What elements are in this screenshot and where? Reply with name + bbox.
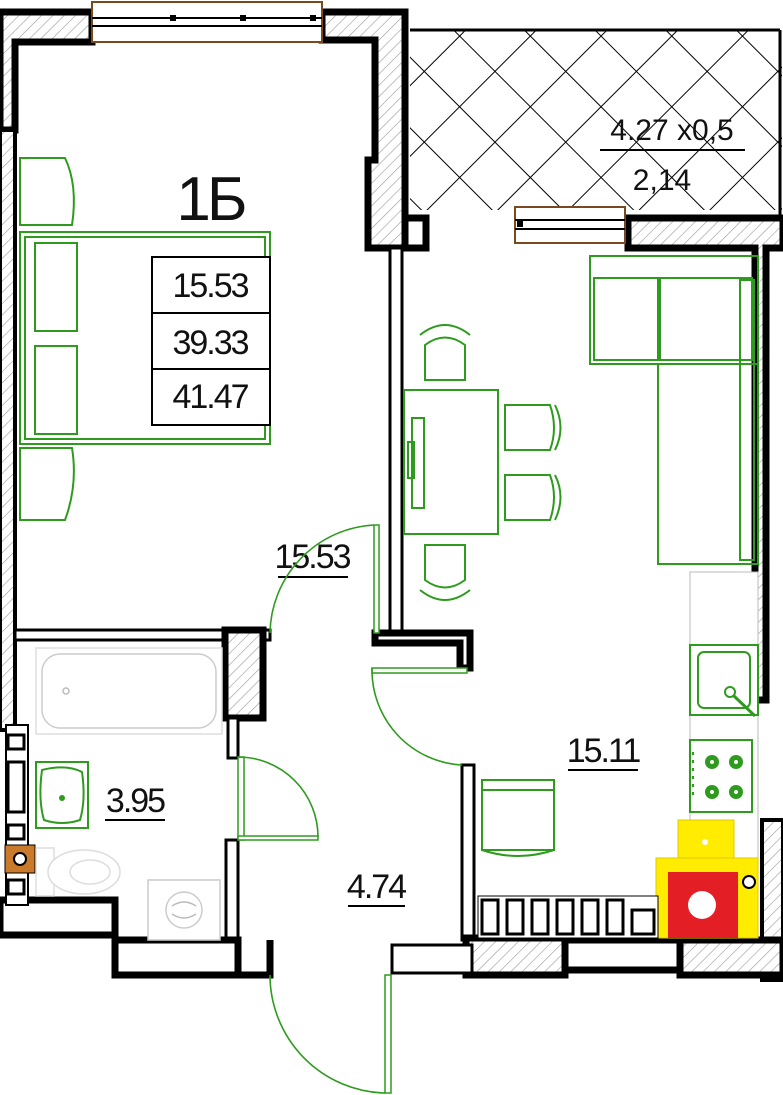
bathroom-door (237, 756, 319, 841)
sofa (589, 255, 759, 565)
armchair (481, 779, 555, 857)
water-meter-icon (4, 844, 36, 874)
bathtub (35, 647, 223, 735)
toilet (35, 847, 121, 897)
balcony: 4.27 x0,5 2,14 (410, 28, 782, 215)
nightstand-top (19, 157, 75, 226)
window-kitchen (514, 206, 626, 244)
stove-burner-icon (688, 891, 716, 919)
washing-machine (147, 879, 221, 941)
chair-right-2 (504, 474, 562, 521)
kitchen-door (371, 667, 468, 766)
nightstand-bottom (19, 447, 75, 521)
gas-meter-icon (742, 875, 756, 889)
window-left-bathroom (5, 724, 29, 906)
area-total: 39.33 (172, 324, 248, 362)
chair-top (419, 324, 471, 381)
hallway-area: 4.74 (347, 868, 406, 906)
bedroom-area: 15.53 (274, 538, 350, 576)
radiator (477, 895, 659, 939)
area-with-balcony: 41.47 (172, 378, 248, 416)
sink-drain-icon (724, 686, 736, 698)
window-bedroom (91, 1, 323, 43)
chair-bottom (419, 544, 471, 601)
bedroom-door (269, 524, 380, 634)
dining-table (403, 389, 499, 535)
balcony-area: 2,14 (633, 164, 691, 197)
area-summary-table: 15.53 39.33 41.47 (151, 256, 271, 426)
walls (0, 8, 783, 982)
boiler (655, 819, 759, 939)
bathroom-area: 3.95 (106, 782, 165, 820)
kitchen-area: 15.11 (567, 732, 641, 770)
balcony-dimensions: 4.27 x0,5 (610, 114, 733, 147)
cooktop (689, 739, 753, 813)
apartment-type-label: 1Б (176, 165, 244, 234)
area-living: 15.53 (172, 267, 248, 305)
chair-right-1 (504, 404, 562, 451)
washbasin (35, 761, 89, 829)
entrance-door (269, 974, 392, 1094)
